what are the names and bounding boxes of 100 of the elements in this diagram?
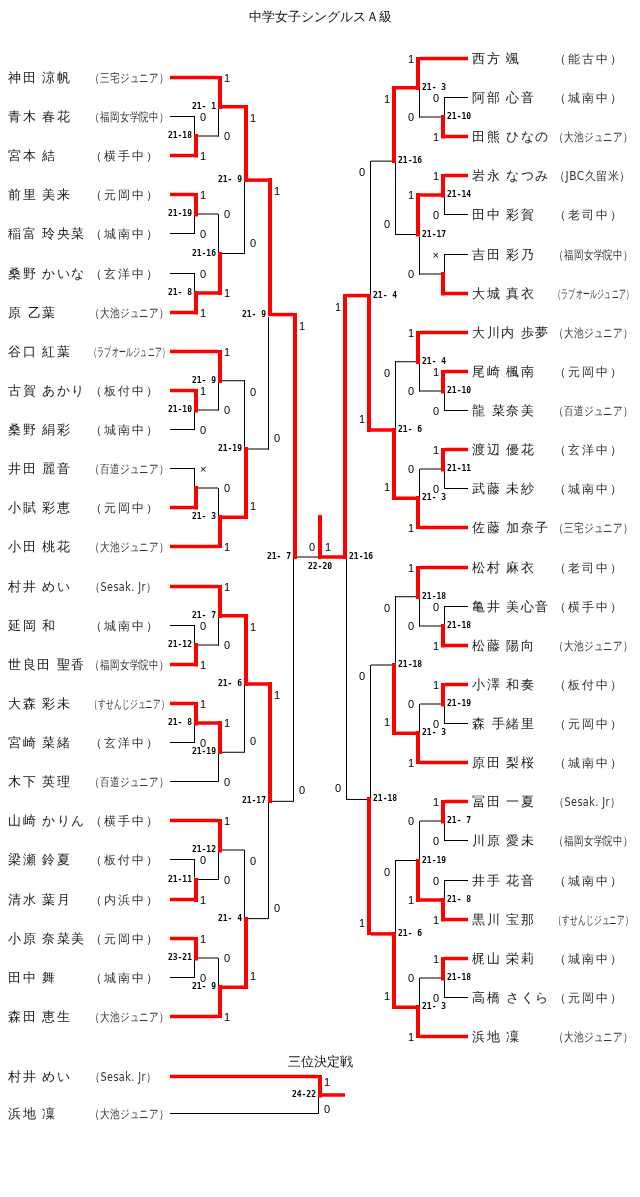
result-mark: 0 (383, 601, 390, 614)
bracket-line (170, 75, 218, 80)
bracket-line (271, 800, 294, 802)
match-score: 23-21 (167, 953, 192, 963)
result-mark: 1 (250, 111, 257, 124)
result-mark: 1 (432, 443, 439, 456)
team-name: （元岡中） (554, 363, 624, 380)
match-score: 21-18 (447, 621, 472, 631)
bracket-line (197, 213, 219, 215)
bracket-line (396, 496, 416, 500)
bracket-line (444, 254, 469, 255)
result-mark: 1 (224, 287, 231, 299)
player-name: 桑野 絹彩 (8, 421, 73, 438)
result-mark: 0 (200, 619, 207, 632)
result-mark: 0 (432, 874, 439, 887)
bracket-line (420, 760, 468, 765)
player-name: 小原 奈菜美 (8, 930, 87, 947)
team-name: （百道ジュニア） (90, 460, 170, 477)
player-name: 尾崎 楓南 (472, 363, 537, 380)
team-name: （城南中） (554, 872, 624, 889)
match-score: 21-12 (191, 845, 216, 855)
bracket-line (170, 349, 218, 354)
team-name: （ラブオールジュニア） (554, 285, 634, 302)
match-score: 21-18 (167, 131, 192, 141)
result-mark: 0 (334, 782, 341, 795)
team-name: （Sesak. Jr） (90, 578, 157, 595)
result-mark: 0 (383, 217, 390, 230)
bracket-junction (441, 252, 445, 296)
bracket-line (419, 703, 442, 705)
bracket-line (169, 977, 195, 978)
team-name: （大池ジュニア） (90, 538, 170, 555)
bracket-line (222, 985, 244, 989)
player-name: 原 乙葉 (8, 304, 58, 321)
team-name: （板付中） (554, 676, 624, 693)
bracket-line (170, 310, 194, 315)
bracket-line (169, 273, 195, 274)
bracket-line (198, 721, 218, 725)
player-name: 田中 彩賀 (472, 206, 537, 223)
result-mark: 1 (224, 1010, 231, 1023)
player-name: 清水 葉月 (8, 891, 73, 908)
bracket-line (420, 193, 441, 197)
bracket-line (370, 160, 393, 162)
bracket-line (419, 820, 442, 822)
bracket-line (169, 116, 195, 117)
team-name: （百道ジュニア） (90, 773, 170, 790)
bracket-line (371, 428, 392, 432)
match-score: 21-11 (167, 874, 192, 885)
bracket-line (170, 1014, 218, 1019)
bracket-junction (218, 349, 222, 412)
bracket-line (445, 369, 468, 374)
result-mark: × (432, 248, 439, 261)
bracket-line (419, 116, 442, 118)
team-name: （板付中） (90, 382, 160, 399)
match-score: 21-18 (373, 794, 398, 805)
player-name: 井田 麗音 (8, 460, 73, 477)
player-name: 田熊 ひなの (472, 128, 551, 145)
player-name: 黒川 宝那 (472, 911, 537, 928)
result-mark: 1 (250, 970, 257, 983)
bracket-junction (268, 682, 272, 921)
player-name: 田中 舞 (8, 969, 58, 986)
bracket-junction (244, 104, 248, 256)
result-mark: 0 (407, 698, 414, 710)
result-mark: 0 (250, 385, 257, 398)
match-score: 21-10 (447, 112, 472, 122)
match-score: 21-18 (398, 660, 423, 670)
bracket-line (444, 880, 469, 881)
result-mark: 0 (407, 620, 414, 632)
player-name: 佐藤 加奈子 (472, 519, 551, 536)
match-score: 21- 7 (447, 816, 472, 826)
bracket-junction (441, 682, 445, 726)
match-score: 21- 3 (422, 1002, 447, 1013)
bracket-junction (244, 848, 248, 990)
team-name: （城南中） (554, 950, 624, 967)
result-mark: 1 (200, 893, 207, 906)
bracket-line (169, 781, 219, 782)
match-score: 21- 3 (422, 493, 447, 504)
bracket-line (444, 214, 469, 215)
result-mark: 1 (200, 149, 207, 162)
player-name: 原田 梨桜 (472, 754, 537, 771)
match-score: 21- 9 (217, 175, 242, 186)
bracket-line (396, 1005, 416, 1009)
bracket-junction (194, 114, 198, 158)
bracket-line (198, 291, 218, 295)
player-name: 世良田 聖香 (8, 656, 87, 673)
player-name: 前里 美来 (8, 186, 73, 203)
bracket-line (197, 644, 219, 646)
bracket-line (444, 97, 469, 98)
player-name: 森田 恵生 (8, 1008, 73, 1025)
match-score: 21-10 (447, 386, 472, 396)
bracket-line (420, 330, 468, 335)
result-mark: 0 (432, 208, 439, 221)
result-mark: 0 (200, 853, 207, 866)
bracket-line (445, 643, 468, 648)
team-name: （城南中） (554, 480, 624, 497)
bracket-line (170, 153, 194, 158)
result-mark: 1 (224, 580, 231, 593)
player-name: 冨田 一夏 (472, 793, 537, 810)
bracket-line (419, 468, 442, 470)
bracket-line (444, 997, 469, 998)
bracket-line (248, 178, 268, 182)
